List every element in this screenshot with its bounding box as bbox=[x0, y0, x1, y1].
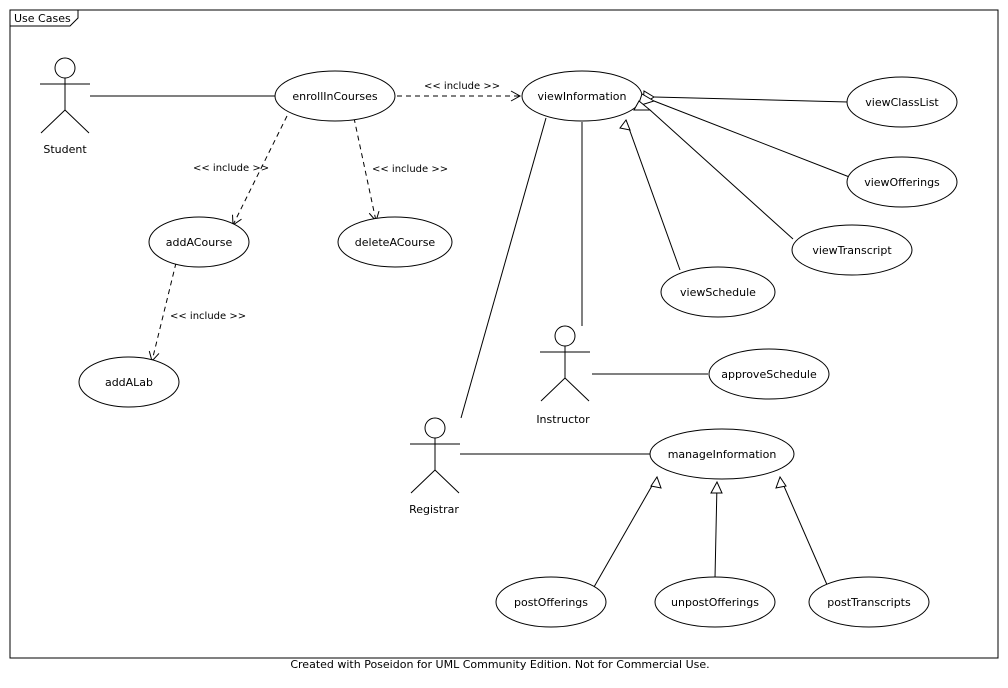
generalization-arrowhead bbox=[775, 475, 787, 489]
use-case-approveschedule[interactable]: approveSchedule bbox=[708, 348, 830, 400]
generalization-unpostofferings bbox=[714, 483, 718, 579]
generalization-viewtranscript bbox=[649, 109, 794, 240]
use-case-viewofferings[interactable]: viewOfferings bbox=[846, 156, 958, 208]
use-case-postofferings[interactable]: postOfferings bbox=[495, 576, 607, 628]
use-case-label: manageInformation bbox=[668, 448, 777, 461]
assoc-registrar-viewinformation bbox=[460, 117, 547, 419]
include-enroll-addacourse bbox=[232, 115, 288, 226]
include-label: << include >> bbox=[170, 311, 246, 322]
use-case-label: unpostOfferings bbox=[671, 596, 759, 609]
generalization-postofferings bbox=[593, 476, 658, 588]
use-case-unpostofferings[interactable]: unpostOfferings bbox=[654, 576, 776, 628]
use-case-label: viewSchedule bbox=[680, 286, 756, 299]
use-case-label: viewTranscript bbox=[812, 244, 892, 257]
generalization-viewclasslist bbox=[653, 96, 849, 103]
include-label: << include >> bbox=[424, 81, 500, 92]
use-case-manageinformation[interactable]: manageInformation bbox=[649, 428, 795, 480]
use-case-viewclasslist[interactable]: viewClassList bbox=[846, 76, 958, 128]
generalization-arrowhead bbox=[619, 118, 631, 131]
include-addacourse-addalab bbox=[148, 262, 177, 363]
use-case-addalab[interactable]: addALab bbox=[78, 356, 180, 408]
use-case-label: postTranscripts bbox=[827, 596, 911, 609]
use-case-deleteacourse[interactable]: deleteACourse bbox=[337, 216, 453, 268]
use-case-label: approveSchedule bbox=[721, 368, 817, 381]
use-case-label: viewInformation bbox=[537, 90, 626, 103]
generalization-arrowhead bbox=[633, 100, 652, 111]
use-case-label: enrollInCourses bbox=[292, 90, 377, 103]
use-case-viewinformation[interactable]: viewInformation bbox=[521, 70, 643, 122]
use-case-label: addALab bbox=[105, 376, 153, 389]
include-label: << include >> bbox=[193, 163, 269, 174]
use-case-label: postOfferings bbox=[514, 596, 588, 609]
actor-label: Student bbox=[43, 143, 87, 156]
actor-student[interactable]: Student bbox=[40, 57, 90, 156]
use-case-label: viewClassList bbox=[865, 96, 939, 109]
use-case-posttranscripts[interactable]: postTranscripts bbox=[808, 576, 930, 628]
include-label: << include >> bbox=[372, 164, 448, 175]
frame-title: Use Cases bbox=[14, 12, 71, 25]
use-case-addacourse[interactable]: addACourse bbox=[148, 216, 250, 268]
generalization-arrowhead bbox=[650, 475, 662, 489]
generalization-posttranscripts bbox=[779, 476, 829, 588]
actor-head-icon bbox=[54, 57, 76, 79]
use-case-viewschedule[interactable]: viewSchedule bbox=[660, 266, 776, 318]
diagram-frame bbox=[9, 9, 999, 659]
use-case-label: viewOfferings bbox=[864, 176, 940, 189]
use-case-label: deleteACourse bbox=[355, 236, 436, 249]
actor-head-icon bbox=[554, 325, 576, 347]
actor-instructor[interactable]: Instructor bbox=[536, 325, 590, 426]
frame-tab bbox=[9, 9, 79, 27]
use-case-viewtranscript[interactable]: viewTranscript bbox=[791, 224, 913, 276]
generalization-arrowhead bbox=[710, 480, 723, 494]
use-case-enrollincourses[interactable]: enrollInCourses bbox=[274, 70, 396, 122]
actor-label: Instructor bbox=[536, 413, 590, 426]
actor-label: Registrar bbox=[409, 503, 459, 516]
footer-notice: Created with Poseidon for UML Community … bbox=[290, 658, 709, 671]
actor-registrar[interactable]: Registrar bbox=[409, 417, 460, 516]
generalization-viewofferings bbox=[653, 100, 853, 179]
actor-head-icon bbox=[424, 417, 446, 439]
generalization-viewschedule bbox=[625, 119, 681, 271]
use-case-label: addACourse bbox=[166, 236, 233, 249]
